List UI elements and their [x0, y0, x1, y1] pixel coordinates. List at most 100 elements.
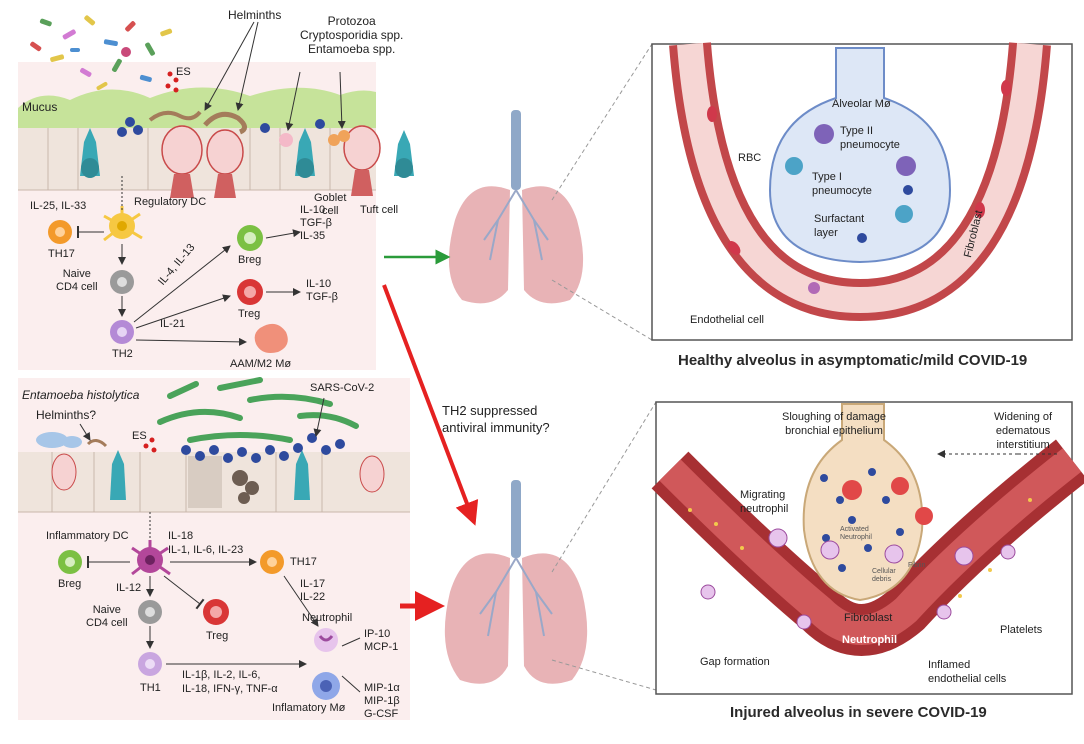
label-line: endothelial cells [928, 673, 1007, 685]
question-line: TH2 suppressed [442, 403, 538, 418]
treg-label: Treg [238, 308, 261, 320]
label-line: Sloughing of damage [782, 411, 886, 423]
treg-label-bottom: Treg [206, 630, 229, 642]
label-line: Migrating [740, 489, 786, 501]
label-line: pneumocyte [812, 185, 872, 197]
pointer-line [337, 71, 346, 129]
bottom-panel [18, 377, 410, 720]
gap-formation-label: Gap formation [700, 656, 770, 668]
helminth-worm [148, 110, 202, 122]
goblet-cell [206, 129, 244, 198]
cellular-debris-label: Cellular debris [872, 568, 896, 584]
question-line: antiviral immunity? [442, 420, 550, 435]
microbiota-cluster [30, 15, 173, 90]
es-dots [165, 71, 179, 93]
goblet-cell [343, 125, 381, 196]
surfactant-label: Surfactant layer [814, 212, 864, 240]
chemokine: MIP-1β [364, 695, 400, 707]
tuft-cell-label: Tuft cell [360, 204, 399, 216]
chemokine: IP-10 [364, 628, 391, 640]
inflammatory-dc-label: Inflammatory DC [46, 530, 129, 542]
top-lungs [448, 110, 584, 304]
il1-il6-il23-label: IL-1, IL-6, IL-23 [168, 544, 244, 556]
th2-nucleus [117, 327, 127, 337]
alveolar-mo-label: Alveolar Mø [832, 98, 891, 110]
chemokine: G-CSF [364, 708, 399, 720]
neutrophil-nucleus [318, 635, 334, 642]
breg-nucleus [244, 232, 256, 244]
protozoa-line: Protozoa [327, 14, 376, 28]
arrow-to-m2 [135, 337, 247, 346]
bottom-lungs [444, 480, 588, 684]
naive-line: CD4 cell [56, 281, 98, 293]
naive-line: Naive [92, 604, 121, 616]
cytokine: IL-22 [300, 591, 326, 603]
cytokine: IL-17 [300, 578, 326, 590]
goblet-line: Goblet [314, 192, 347, 204]
goblet-cell-label: Goblet cell [314, 192, 346, 218]
es-label-bottom: ES [132, 430, 147, 442]
label-line: Type I [812, 171, 842, 183]
label-line: layer [814, 227, 838, 239]
tuft-cell [80, 128, 414, 178]
label-line: interstitium [996, 439, 1050, 451]
entamoeba-cell [36, 432, 68, 448]
cytokine: IL-18, IFN-γ, TNF-α [182, 683, 278, 695]
inhibition-line [163, 575, 205, 610]
helminth-worm [86, 439, 108, 448]
protozoa-cells [279, 130, 350, 147]
cytokine: IL-10 [300, 204, 326, 216]
inflammatory-dc [131, 540, 171, 576]
bottom-epithelial-cells [18, 452, 410, 513]
injured-alveolus-panel [651, 401, 1084, 695]
mip-gcsf-label: MIP-1α MIP-1β G-CSF [364, 682, 400, 721]
arrow-to-neutrophil [283, 575, 319, 627]
label-line: bronchial epithelium [785, 425, 883, 437]
label-line: neutrophil [740, 503, 789, 515]
th17-label-bottom: TH17 [290, 556, 317, 568]
breg-cytokines: IL-10 TGF-β IL-35 [300, 204, 332, 243]
capillary-lumen [677, 42, 1043, 314]
th17-label: TH17 [48, 248, 75, 260]
injured-caption: Injured alveolus in severe COVID-19 [730, 704, 987, 721]
entamoeba-label: Entamoeba histolytica [22, 388, 140, 402]
arrow-to-treg [135, 294, 231, 329]
pointer-line [235, 21, 259, 111]
naive-cd4-nucleus [117, 277, 127, 287]
label-line: Type II [840, 125, 874, 137]
arrow [265, 229, 301, 239]
fibrin-label: Fibrin [908, 562, 926, 569]
label-line: Surfactant [814, 213, 865, 225]
sloughing-label: Sloughing of damage bronchial epithelium [782, 410, 886, 438]
capillary-lumen [659, 448, 1082, 645]
naive-line: CD4 cell [86, 617, 128, 629]
cytokine: IL-1β, IL-2, IL-6, [182, 669, 261, 681]
mucus-label: Mucus [22, 100, 58, 114]
regulatory-dc [103, 206, 143, 242]
type2-label: Type II pneumocyte [840, 124, 900, 152]
m2-macrophage [254, 323, 288, 353]
damaged-cell [188, 456, 222, 508]
pointer-line [204, 21, 255, 111]
naive-cd4-label-bottom: Naive CD4 cell [86, 604, 128, 630]
tuft-cell [110, 450, 310, 500]
arrow-to-breg [133, 245, 231, 323]
migrating-label: Migrating neutrophil [740, 488, 788, 516]
il18-label: IL-18 [168, 530, 194, 542]
helminth-worm [203, 111, 247, 135]
th1-cytokines: IL-1β, IL-2, IL-6, IL-18, IFN-γ, TNF-α [182, 668, 278, 696]
naive-cd4-nucleus [145, 607, 155, 617]
entamoeba-cell [62, 436, 82, 448]
fibroblast-label-injured: Fibroblast [844, 612, 893, 624]
rbc-cells [707, 80, 1011, 255]
chemokine: MCP-1 [364, 641, 399, 653]
es-dots [143, 437, 157, 453]
type2-pneumocyte [814, 124, 916, 176]
endothelial-cell [808, 282, 820, 294]
chemokine: MIP-1α [364, 682, 400, 694]
label-line: debris [872, 576, 892, 583]
th1-label: TH1 [140, 682, 161, 694]
virus-particles [820, 468, 904, 572]
migrating-neutrophils [700, 528, 1016, 630]
